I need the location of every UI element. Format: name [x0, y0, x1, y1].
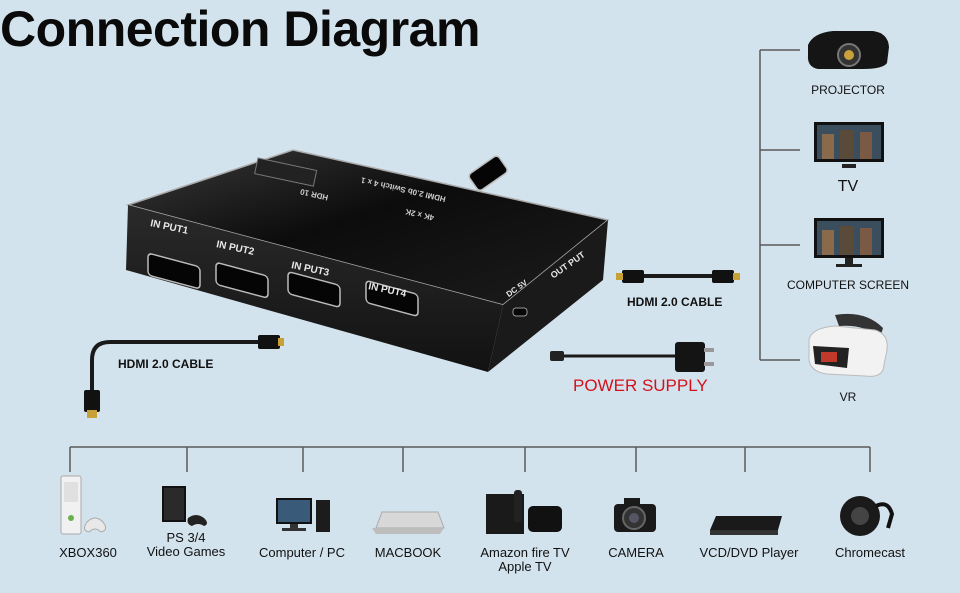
- hdmi-switch-device: [125, 149, 610, 372]
- input-label-chromecast: Chromecast: [834, 545, 906, 560]
- input-label-ps: PS 3/4 Video Games: [147, 531, 226, 559]
- playstation-icon: [162, 486, 207, 526]
- input-label-streaming-line1: Amazon fire TV: [480, 545, 570, 560]
- output-cable-label: HDMI 2.0 CABLE: [627, 295, 723, 309]
- input-label-macbook: MACBOOK: [374, 545, 442, 560]
- input-cable-label: HDMI 2.0 CABLE: [118, 357, 214, 371]
- output-label-projector: PROJECTOR: [811, 83, 885, 97]
- power-supply-label: POWER SUPPLY: [573, 376, 708, 395]
- tv-icon: [814, 122, 884, 168]
- xbox-icon: [60, 475, 107, 535]
- pc-icon: [276, 498, 330, 532]
- streaming-box-icon: [486, 490, 562, 534]
- output-label-vr: VR: [839, 390, 857, 404]
- input-label-pc: Computer / PC: [259, 545, 345, 560]
- chromecast-icon: [840, 496, 895, 536]
- output-label-computer-screen: COMPUTER SCREEN: [786, 278, 910, 292]
- camera-icon: [614, 498, 656, 532]
- input-label-xbox: XBOX360: [59, 545, 117, 560]
- dvd-player-icon: [710, 516, 782, 535]
- laptop-icon: [372, 511, 445, 534]
- monitor-icon: [814, 218, 884, 267]
- input-label-ps-line1: PS 3/4: [166, 530, 206, 545]
- input-label-streaming: Amazon fire TV Apple TV: [480, 546, 569, 574]
- input-label-camera: CAMERA: [608, 545, 664, 560]
- input-label-dvd: VCD/DVD Player: [699, 545, 799, 560]
- page-title: Connection Diagram: [0, 1, 480, 57]
- input-label-ps-line2: Video Games: [146, 544, 226, 559]
- vr-headset-icon: [808, 313, 888, 377]
- input-label-streaming-line2: Apple TV: [498, 559, 552, 574]
- output-label-tv: TV: [837, 178, 859, 195]
- projector-icon: [807, 31, 889, 69]
